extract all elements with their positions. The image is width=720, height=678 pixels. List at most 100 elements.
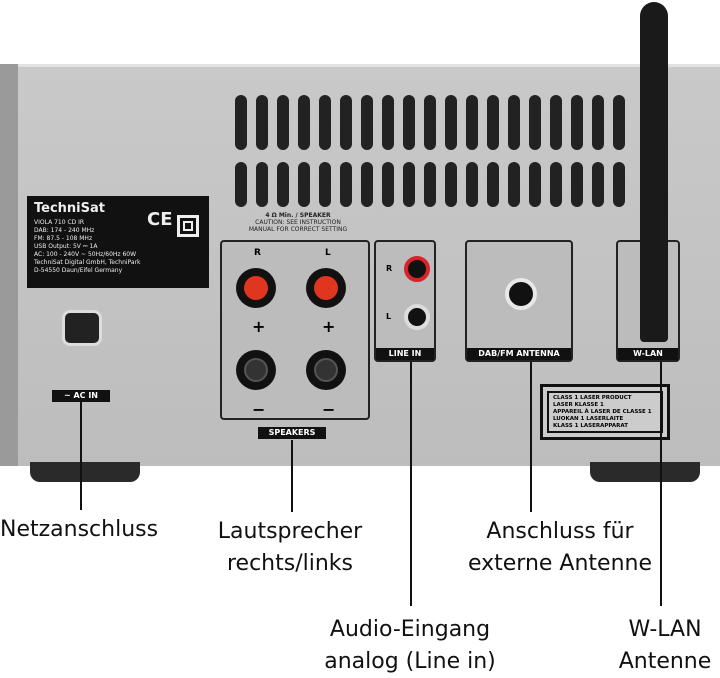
vent-slot bbox=[550, 95, 562, 150]
device-foot bbox=[30, 462, 140, 482]
callout-line-text: Lautsprecher bbox=[217, 519, 363, 544]
callout-line-antenna bbox=[530, 362, 532, 512]
speaker-l-label: L bbox=[325, 248, 331, 258]
notice-line: CAUTION: SEE INSTRUCTION bbox=[255, 219, 341, 226]
speaker-panel: R L + + − − bbox=[220, 240, 370, 420]
vent-slot bbox=[613, 162, 625, 207]
vent-slot bbox=[256, 162, 268, 207]
callout-antenna: Anschluss für externe Antenne bbox=[440, 516, 680, 580]
vent-slot bbox=[361, 162, 373, 207]
vent-slot bbox=[529, 162, 541, 207]
vent-slot bbox=[382, 95, 394, 150]
laser-label: CLASS 1 LASER PRODUCT LASER KLASSE 1 APP… bbox=[540, 384, 670, 440]
rca-r-label: R bbox=[386, 264, 393, 273]
vent-slot bbox=[592, 162, 604, 207]
label-line: DAB: 174 - 240 MHz bbox=[34, 227, 95, 234]
antenna-socket[interactable] bbox=[505, 278, 537, 310]
laser-line: CLASS 1 LASER PRODUCT bbox=[553, 395, 632, 401]
label-line: FM: 87.5 - 108 MHz bbox=[34, 235, 93, 242]
callout-line-text: rechts/links bbox=[226, 551, 353, 576]
grille-row bbox=[235, 95, 645, 150]
vent-slot bbox=[340, 95, 352, 150]
ac-power-socket[interactable] bbox=[62, 310, 102, 346]
speaker-l-minus-terminal[interactable] bbox=[306, 350, 346, 390]
vent-slot bbox=[487, 162, 499, 207]
plus-label: + bbox=[252, 317, 266, 336]
vent-slot bbox=[445, 162, 457, 207]
minus-label: − bbox=[322, 400, 336, 419]
rca-left-jack[interactable] bbox=[404, 304, 430, 330]
wlan-tag: W-LAN bbox=[618, 348, 678, 360]
dab-fm-panel: DAB/FM ANTENNA bbox=[465, 240, 573, 362]
callout-line-text: analog (Line in) bbox=[324, 649, 496, 674]
label-line: D-54550 Daun/Eifel Germany bbox=[34, 267, 123, 274]
vent-slot bbox=[340, 162, 352, 207]
laser-line: KLASS 1 LASERAPPARAT bbox=[553, 423, 628, 429]
vent-slot bbox=[382, 162, 394, 207]
callout-line-text: Anschluss für bbox=[486, 519, 634, 544]
laser-line: APPAREIL À LASER DE CLASSE 1 bbox=[553, 409, 652, 415]
callout-line-text: W-LAN bbox=[628, 617, 702, 642]
vent-slot bbox=[235, 162, 247, 207]
vent-slot bbox=[298, 162, 310, 207]
wlan-antenna[interactable] bbox=[640, 2, 668, 342]
callout-line-speakers bbox=[291, 440, 293, 512]
device-side-edge bbox=[0, 64, 18, 466]
ce-mark-icon: CE bbox=[147, 209, 173, 230]
vent-slot bbox=[571, 162, 583, 207]
grille-row bbox=[235, 162, 645, 207]
vent-grille bbox=[235, 95, 645, 220]
vent-slot bbox=[508, 162, 520, 207]
device-foot bbox=[590, 462, 700, 482]
callout-line-power bbox=[80, 402, 82, 510]
vent-slot bbox=[487, 95, 499, 150]
speaker-l-plus-terminal[interactable] bbox=[306, 268, 346, 308]
vent-slot bbox=[466, 162, 478, 207]
vent-slot bbox=[256, 95, 268, 150]
label-line: VIOLA 710 CD IR bbox=[34, 219, 85, 226]
speaker-r-plus-terminal[interactable] bbox=[236, 268, 276, 308]
vent-slot bbox=[277, 162, 289, 207]
vent-slot bbox=[613, 95, 625, 150]
rca-l-label: L bbox=[386, 312, 392, 321]
vent-slot bbox=[403, 95, 415, 150]
vent-slot bbox=[319, 95, 331, 150]
laser-line: LUOKAN 1 LASERLAITE bbox=[553, 416, 624, 422]
callout-audio: Audio-Eingang analog (Line in) bbox=[310, 614, 510, 678]
vent-slot bbox=[529, 95, 541, 150]
speaker-notice: 4 Ω Min. / SPEAKER CAUTION: SEE INSTRUCT… bbox=[228, 212, 368, 233]
laser-line: LASER KLASSE 1 bbox=[553, 402, 604, 408]
double-insulation-icon bbox=[177, 215, 199, 237]
vent-slot bbox=[550, 162, 562, 207]
vent-slot bbox=[277, 95, 289, 150]
vent-slot bbox=[592, 95, 604, 150]
callout-power: Netzanschluss bbox=[0, 517, 159, 542]
vent-slot bbox=[424, 162, 436, 207]
brand-name: TechniSat bbox=[34, 201, 105, 216]
notice-line: 4 Ω Min. / SPEAKER bbox=[265, 212, 331, 219]
vent-slot bbox=[235, 95, 247, 150]
vent-slot bbox=[571, 95, 583, 150]
vent-slot bbox=[319, 162, 331, 207]
vent-slot bbox=[445, 95, 457, 150]
ac-in-tag: ~ AC IN bbox=[52, 390, 110, 402]
callout-line-text: Antenne bbox=[618, 649, 712, 674]
callout-line-text: externe Antenne bbox=[467, 551, 653, 576]
speakers-tag: SPEAKERS bbox=[258, 427, 326, 439]
vent-slot bbox=[424, 95, 436, 150]
callout-speakers: Lautsprecher rechts/links bbox=[200, 516, 380, 580]
callout-line-text: Audio-Eingang bbox=[329, 617, 491, 642]
dab-fm-tag: DAB/FM ANTENNA bbox=[467, 348, 571, 360]
callout-wlan: W-LAN Antenne bbox=[600, 614, 720, 678]
vent-slot bbox=[403, 162, 415, 207]
vent-slot bbox=[466, 95, 478, 150]
notice-line: MANUAL FOR CORRECT SETTING bbox=[248, 226, 348, 233]
minus-label: − bbox=[252, 400, 266, 419]
speaker-r-minus-terminal[interactable] bbox=[236, 350, 276, 390]
vent-slot bbox=[361, 95, 373, 150]
plus-label: + bbox=[322, 317, 336, 336]
rca-right-jack[interactable] bbox=[404, 256, 430, 282]
vent-slot bbox=[298, 95, 310, 150]
label-line: TechniSat Digital GmbH, TechniPark bbox=[34, 259, 141, 266]
rating-label: TechniSat VIOLA 710 CD IR DAB: 174 - 240… bbox=[27, 196, 209, 288]
